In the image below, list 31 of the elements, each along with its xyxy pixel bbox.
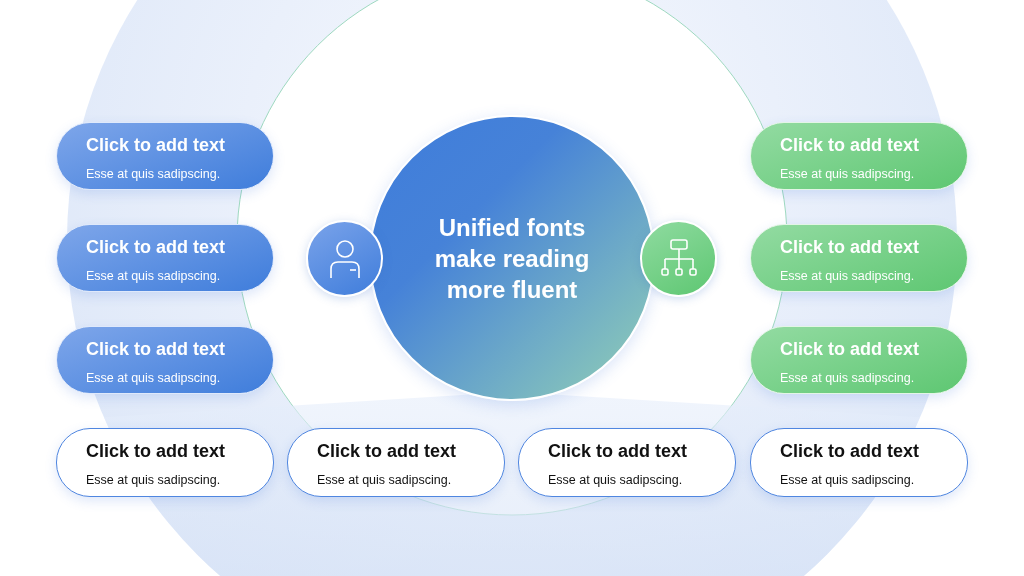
text-pill (56, 326, 274, 394)
pill-description: Esse at quis sadipscing. (86, 371, 222, 385)
text-pill (518, 428, 736, 497)
text-pill (750, 224, 968, 292)
pill-description: Esse at quis sadipscing. (86, 269, 222, 283)
pill-heading: Click to add text (780, 441, 921, 462)
pill-description: Esse at quis sadipscing. (780, 473, 916, 487)
pill-description: Esse at quis sadipscing. (548, 473, 684, 487)
text-pill (56, 224, 274, 292)
pill-heading: Click to add text (317, 441, 458, 462)
pill-description: Esse at quis sadipscing. (86, 167, 222, 181)
pill-description: Esse at quis sadipscing. (780, 167, 916, 181)
pill-heading: Click to add text (86, 237, 227, 258)
pill-heading: Click to add text (86, 339, 227, 360)
center-title: Unified fonts make reading more fluent (433, 212, 591, 305)
pill-heading: Click to add text (780, 135, 921, 156)
text-pill (750, 326, 968, 394)
pill-description: Esse at quis sadipscing. (780, 371, 916, 385)
pill-heading: Click to add text (780, 339, 921, 360)
pill-heading: Click to add text (86, 441, 227, 462)
pill-description: Esse at quis sadipscing. (317, 473, 453, 487)
text-pill (56, 428, 274, 497)
text-pill (56, 122, 274, 190)
pill-heading: Click to add text (780, 237, 921, 258)
text-pill (750, 428, 968, 497)
pill-description: Esse at quis sadipscing. (780, 269, 916, 283)
text-pill (287, 428, 505, 497)
pill-heading: Click to add text (548, 441, 689, 462)
text-pill (750, 122, 968, 190)
pill-heading: Click to add text (86, 135, 227, 156)
pill-description: Esse at quis sadipscing. (86, 473, 222, 487)
